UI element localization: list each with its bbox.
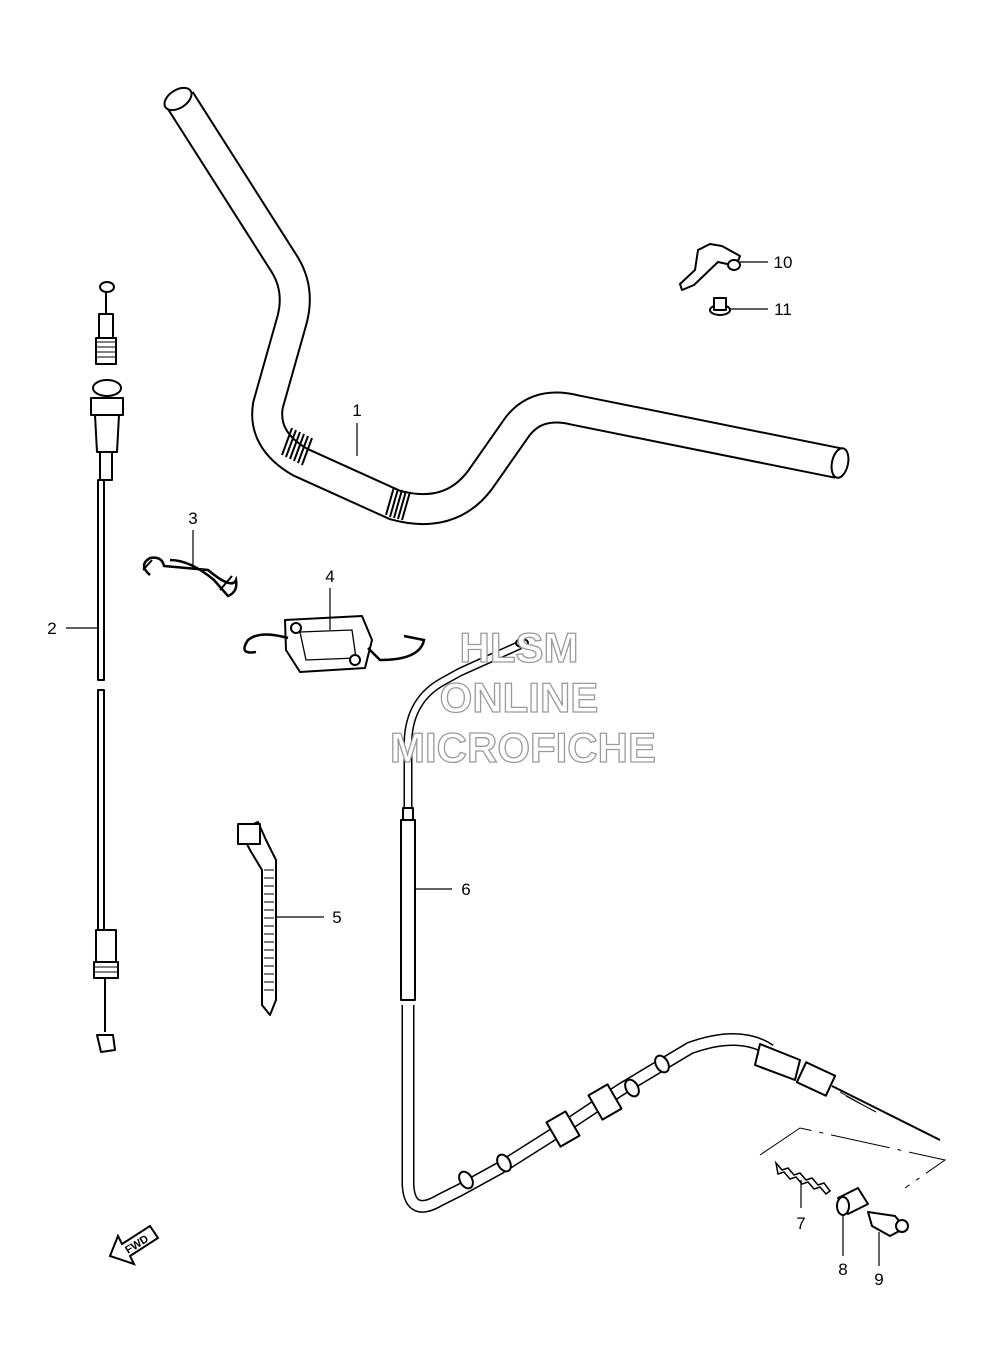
cable-tie-5 (237, 821, 277, 1016)
callout-4: 4 (325, 567, 334, 586)
callout-2: 2 (47, 619, 56, 638)
callout-9: 9 (874, 1270, 883, 1289)
wire-clip-3 (142, 556, 238, 598)
clutch-cable (90, 281, 124, 1053)
screw-11 (709, 297, 731, 316)
bracket-10 (679, 243, 741, 291)
handlebar-knurl-right (385, 486, 411, 521)
watermark: HLSM ONLINE MICROFICHE (389, 623, 656, 771)
cable-tie-teeth (264, 869, 274, 991)
callout-8: 8 (838, 1260, 847, 1279)
barrel-8 (836, 1187, 869, 1216)
callout-3: 3 (188, 509, 197, 528)
callout-1: 1 (352, 401, 361, 420)
callouts: 1 2 3 4 5 6 7 8 9 10 11 (47, 253, 883, 1289)
spring-7 (774, 1160, 832, 1196)
handlebar (163, 86, 850, 526)
clamp-4 (243, 615, 426, 673)
callout-10: 10 (774, 253, 793, 272)
forward-arrow-icon: FWD (108, 1224, 160, 1266)
callout-6: 6 (461, 880, 470, 899)
callout-7: 7 (796, 1214, 805, 1233)
watermark-line-1: HLSM (460, 624, 579, 671)
end-fitting-9 (867, 1211, 909, 1237)
watermark-line-2: ONLINE (440, 674, 599, 721)
handlebar-knurl-left (281, 427, 313, 466)
watermark-line-3: MICROFICHE (390, 724, 656, 771)
callout-11: 11 (774, 300, 792, 319)
throttle-cable-6 (400, 638, 941, 1213)
callout-5: 5 (332, 908, 341, 927)
